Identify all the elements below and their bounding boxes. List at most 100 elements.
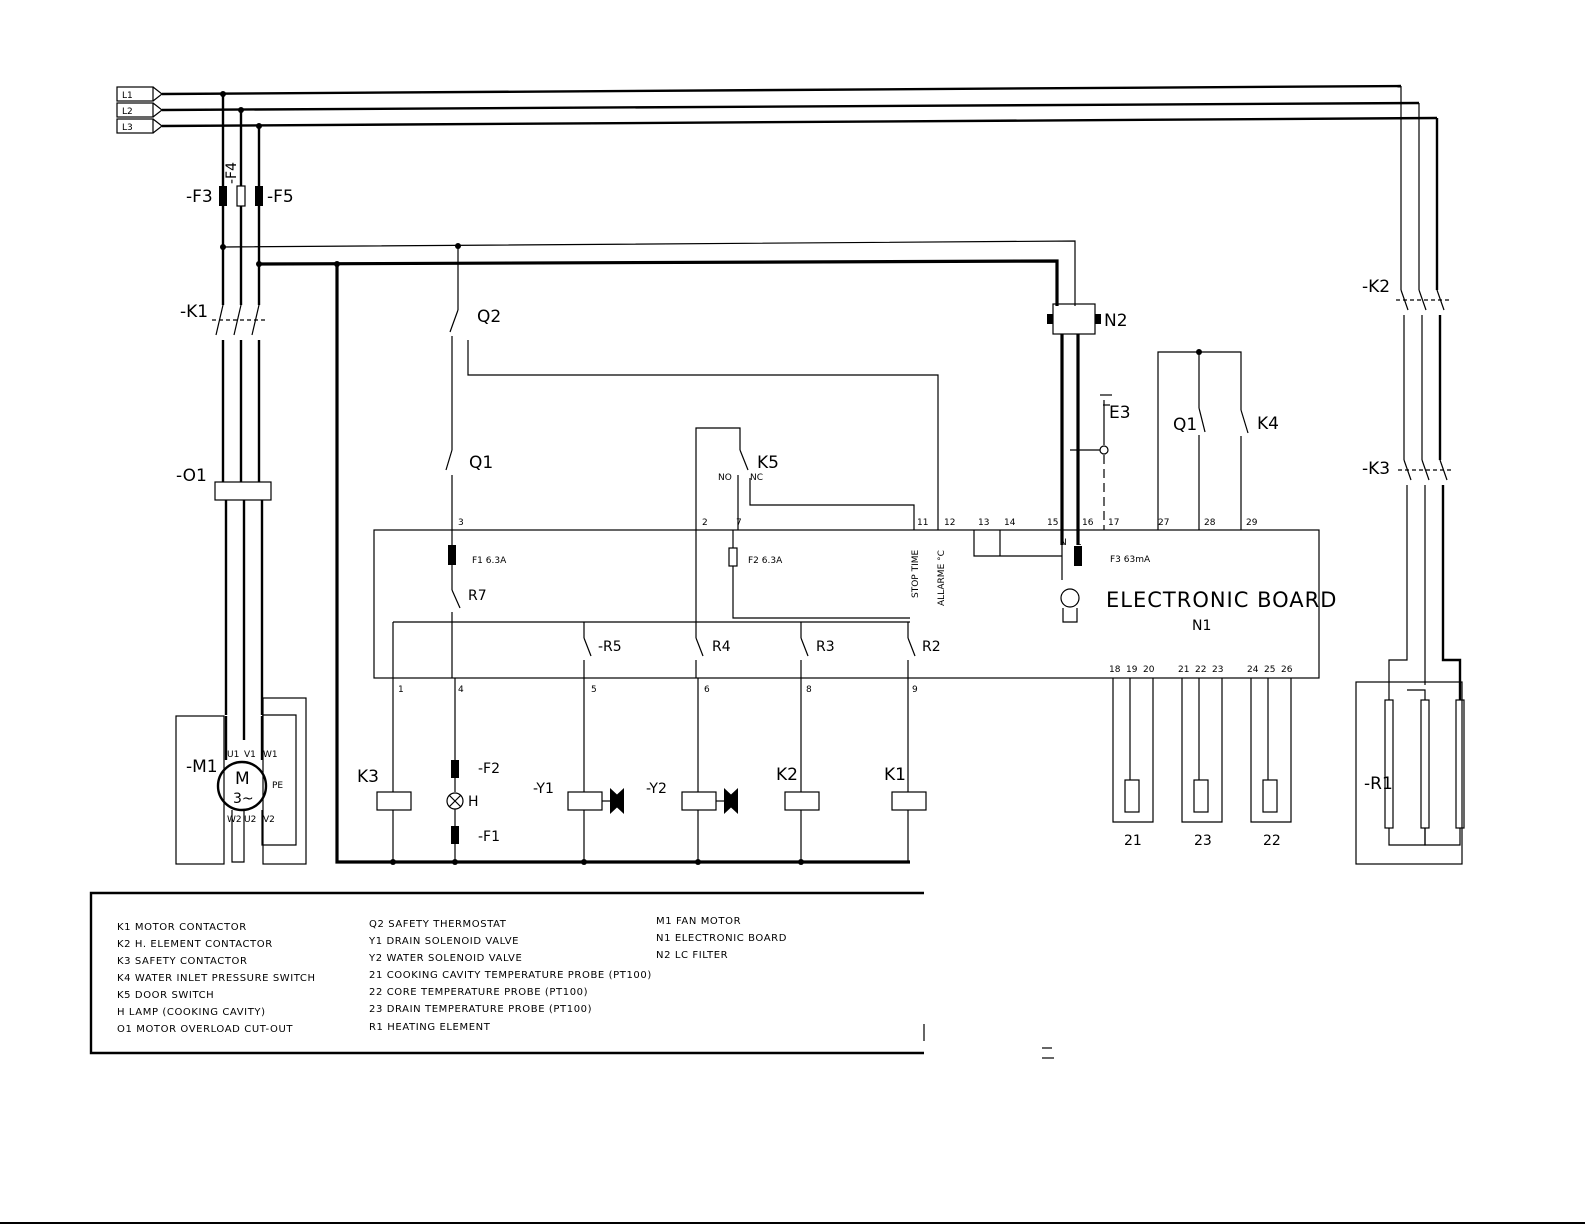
board-id: N1 <box>1192 618 1211 634</box>
terminal-top-13: 13 <box>978 518 989 528</box>
label-r4: R4 <box>712 639 731 655</box>
motor-w1: W1 <box>263 750 278 760</box>
legend-n2: N2 LC FILTER <box>656 950 728 961</box>
label-f4: -F4 <box>224 162 240 184</box>
motor-m-symbol: M <box>235 769 250 789</box>
terminal-probe-20: 20 <box>1143 665 1155 675</box>
legend-o1: O1 MOTOR OVERLOAD CUT-OUT <box>117 1024 293 1035</box>
label-f1-lamp: -F1 <box>478 829 500 845</box>
terminal-probe-22: 22 <box>1195 665 1206 675</box>
label-q2: Q2 <box>477 307 501 327</box>
label-f5: -F5 <box>267 187 294 207</box>
phase-buses <box>161 84 1439 290</box>
label-r1: -R1 <box>1364 774 1393 794</box>
terminal-top-14: 14 <box>1004 518 1016 528</box>
label-k4: K4 <box>1257 414 1279 434</box>
o1-overload: -O1 <box>176 466 272 740</box>
k5-nc-label: NC <box>750 473 763 483</box>
phase-label-l1: L1 <box>122 91 133 101</box>
label-k1-contactor: -K1 <box>180 302 208 322</box>
label-y2: -Y2 <box>646 781 667 797</box>
board-n-marker: N <box>1060 538 1067 548</box>
label-r5: -R5 <box>598 639 622 655</box>
label-q1-branch: Q1 <box>469 453 493 473</box>
terminal-top-15: 15 <box>1047 518 1058 528</box>
label-y1: -Y1 <box>533 781 554 797</box>
e3-component: E3 <box>1070 394 1131 530</box>
terminal-top-2: 2 <box>702 518 708 528</box>
legend-q2: Q2 SAFETY THERMOSTAT <box>369 919 507 930</box>
motor-3phase-symbol: 3~ <box>233 791 254 807</box>
phase-label-l3: L3 <box>122 123 133 133</box>
terminal-probe-23: 23 <box>1212 665 1223 675</box>
motor-v1: V1 <box>244 750 256 760</box>
fuses-f3-f4-f5: -F3 -F5 -F4 <box>186 162 294 207</box>
control-supply-lines <box>220 240 1076 864</box>
terminal-probe-24: 24 <box>1247 665 1259 675</box>
legend-y2: Y2 WATER SOLENOID VALVE <box>368 953 522 964</box>
k5-door-switch: K5 NO NC <box>695 427 915 530</box>
heating-element-circuit: -K2 -K3 -R1 <box>1355 277 1465 865</box>
label-f2-lamp: -F2 <box>478 761 500 777</box>
label-k3-right: -K3 <box>1362 459 1390 479</box>
terminal-top-17: 17 <box>1108 518 1119 528</box>
legend-box: K1 MOTOR CONTACTOR K2 H. ELEMENT CONTACT… <box>89 891 1054 1059</box>
terminal-probe-25: 25 <box>1264 665 1275 675</box>
legend-k2: K2 H. ELEMENT CONTACTOR <box>117 939 273 950</box>
legend-k4: K4 WATER INLET PRESSURE SWITCH <box>117 973 316 984</box>
motor-m1: M 3~ PE U1 V1 W1 W2 U2 V2 -M1 <box>175 697 307 865</box>
board-stop-time: STOP TIME <box>911 550 921 598</box>
terminal-bottom-5: 5 <box>591 685 597 695</box>
label-r7: R7 <box>468 588 487 604</box>
terminal-bottom-4: 4 <box>458 685 464 695</box>
label-o1: -O1 <box>176 466 207 486</box>
legend-n1: N1 ELECTRONIC BOARD <box>656 933 787 944</box>
terminal-top-3: 3 <box>458 518 464 528</box>
legend-k1: K1 MOTOR CONTACTOR <box>117 922 247 933</box>
legend-k3: K3 SAFETY CONTACTOR <box>117 956 248 967</box>
label-e3: E3 <box>1109 403 1131 423</box>
legend-probe-22: 22 CORE TEMPERATURE PROBE (PT100) <box>369 987 588 998</box>
terminal-top-12: 12 <box>944 518 955 528</box>
fuse-f2-board: F2 6.3A <box>748 556 783 566</box>
label-q1-right: Q1 <box>1173 415 1197 435</box>
terminal-bottom-6: 6 <box>704 685 710 695</box>
label-k2-coil: K2 <box>776 765 798 785</box>
label-k2-right: -K2 <box>1362 277 1390 297</box>
motor-u1: U1 <box>227 750 239 760</box>
probe-label-23: 23 <box>1194 833 1212 849</box>
terminal-probe-19: 19 <box>1126 665 1138 675</box>
probe-label-21: 21 <box>1124 833 1142 849</box>
board-allarme: ALLARME °C <box>937 550 947 606</box>
legend-m1: M1 FAN MOTOR <box>656 916 741 927</box>
fuse-f3-board: F3 63mA <box>1110 555 1151 565</box>
terminal-top-29: 29 <box>1246 518 1258 528</box>
legend-probe-23: 23 DRAIN TEMPERATURE PROBE (PT100) <box>369 1004 592 1015</box>
label-k3-coil: K3 <box>357 767 379 787</box>
label-n2: N2 <box>1104 311 1128 331</box>
terminal-top-27: 27 <box>1158 518 1169 528</box>
phase-terminals: L1 L2 L3 <box>116 86 163 134</box>
k1-main-contacts: -K1 <box>180 302 266 482</box>
terminal-top-11: 11 <box>917 518 928 528</box>
motor-u2: U2 <box>244 815 256 825</box>
board-l-marker: L <box>1076 538 1081 548</box>
legend-probe-21: 21 COOKING CAVITY TEMPERATURE PROBE (PT1… <box>369 970 652 981</box>
label-m1: -M1 <box>186 757 218 777</box>
fuse-f1-board: F1 6.3A <box>472 556 507 566</box>
legend-y1: Y1 DRAIN SOLENOID VALVE <box>368 936 519 947</box>
phase-label-l2: L2 <box>122 107 133 117</box>
terminal-top-28: 28 <box>1204 518 1216 528</box>
terminal-bottom-8: 8 <box>806 685 812 695</box>
n2-lc-filter: N2 <box>1047 303 1128 545</box>
label-r2: R2 <box>922 639 941 655</box>
motor-v2: V2 <box>263 815 275 825</box>
board-internal-wiring: F3 63mA F1 6.3A R7 F2 6.3A -R5 R4 R3 <box>392 530 1151 678</box>
output-loads: K3 -F2 H -F1 -Y1 -Y2 K2 <box>357 678 927 865</box>
q1-k4-right: Q1 K4 <box>1157 349 1279 530</box>
terminal-bottom-9: 9 <box>912 685 918 695</box>
terminal-probe-26: 26 <box>1281 665 1293 675</box>
temperature-probes: 21 23 22 <box>1112 678 1292 849</box>
electronic-board: ELECTRONIC BOARD N1 STOP TIME ALLARME °C… <box>373 518 1336 695</box>
